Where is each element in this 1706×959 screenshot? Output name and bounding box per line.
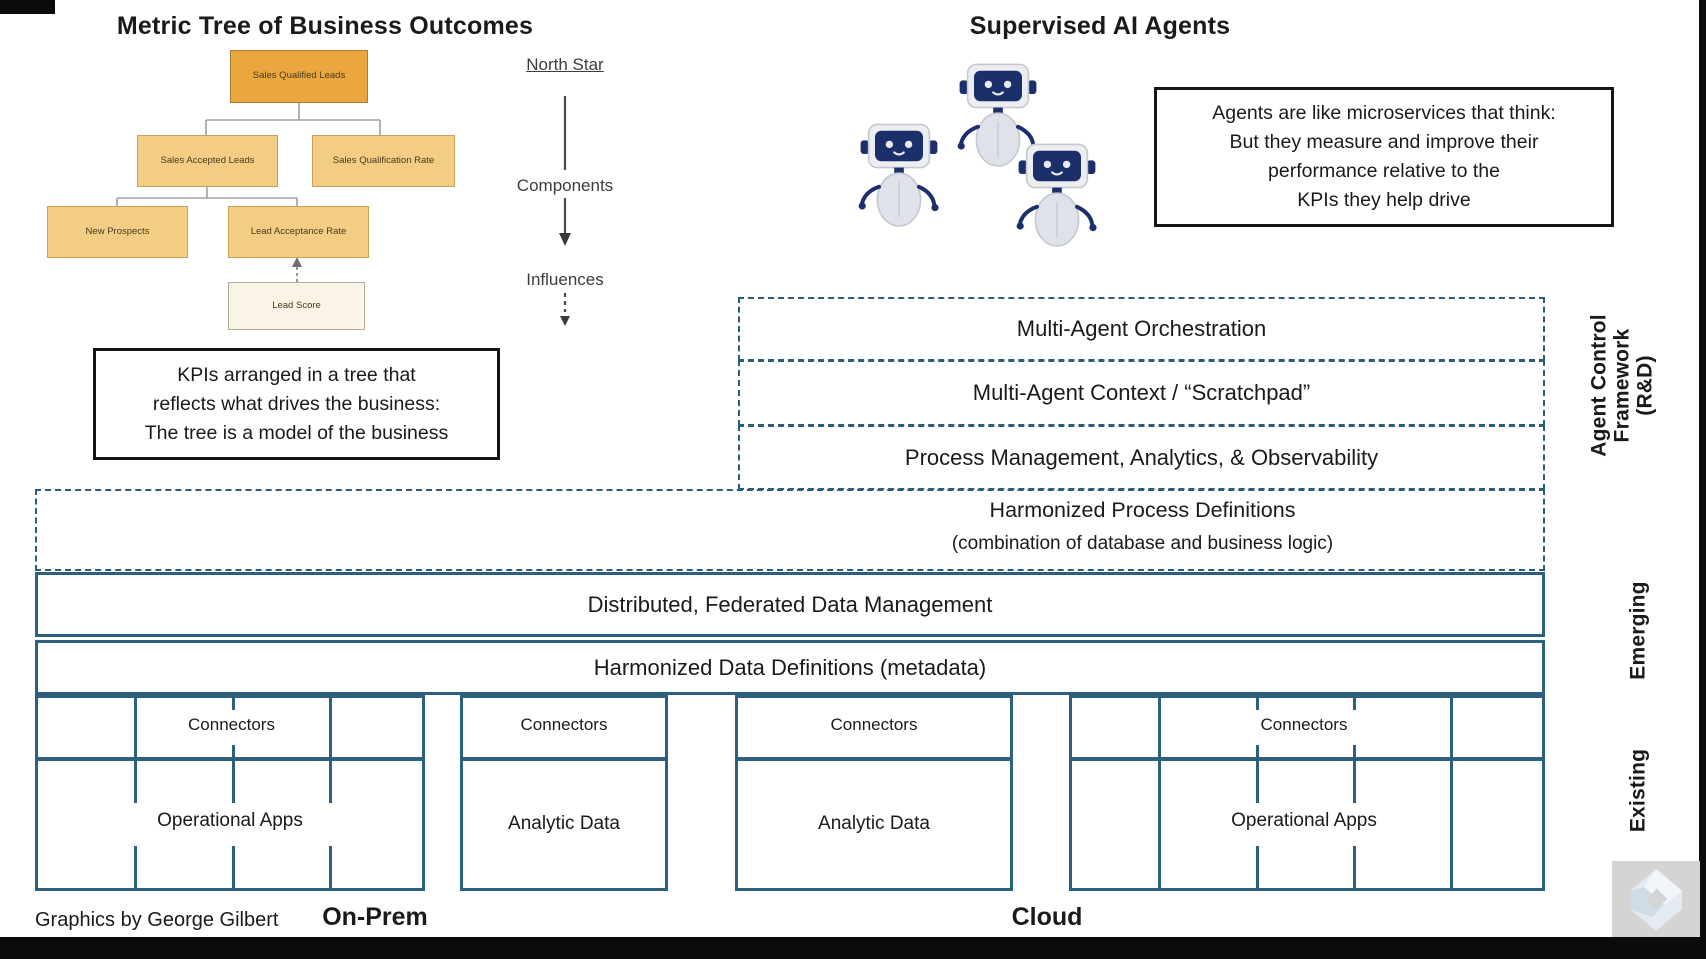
group1-tick bbox=[232, 745, 235, 757]
group4-line bbox=[1158, 761, 1161, 888]
watermark-logo bbox=[1612, 861, 1700, 937]
group1-line bbox=[329, 698, 332, 757]
group4-tick bbox=[1256, 745, 1259, 757]
agents-note-line-3: performance relative to the bbox=[1268, 160, 1500, 182]
group4-seg bbox=[1256, 761, 1259, 803]
group4-connectors-label: Connectors bbox=[1260, 715, 1348, 734]
tree-node-lead-score: Lead Score bbox=[228, 282, 365, 330]
tree-node-new-prospects: New Prospects bbox=[47, 206, 188, 258]
side-label-agent-control-framework: Agent Control Framework (R&D) bbox=[1587, 314, 1657, 457]
tree-node-sales-accepted-leads: Sales Accepted Leads bbox=[137, 135, 278, 187]
group1-seg bbox=[232, 846, 235, 888]
tree-node-lead-acceptance-rate: Lead Acceptance Rate bbox=[228, 206, 369, 258]
side-label-existing: Existing bbox=[1626, 748, 1650, 833]
legend-components: Components bbox=[516, 176, 614, 195]
tree-node-sales-qualification-rate: Sales Qualification Rate bbox=[312, 135, 455, 187]
group1-connectors-label: Connectors bbox=[188, 715, 275, 734]
row-multi-agent-orchestration: Multi-Agent Orchestration bbox=[738, 297, 1545, 361]
group3-apps-label: Analytic Data bbox=[818, 813, 930, 834]
band-dfdm-label: Distributed, Federated Data Management bbox=[587, 591, 993, 617]
legend-influences: Influences bbox=[526, 270, 604, 289]
group4-tick bbox=[1353, 745, 1356, 757]
kpi-note-line-1: KPIs arranged in a tree that bbox=[177, 363, 416, 386]
group4-tick bbox=[1353, 698, 1356, 710]
tree-node-sales-qualified-leads: Sales Qualified Leads bbox=[230, 50, 368, 103]
bottom-black-bar bbox=[0, 937, 1706, 959]
agents-note-line-2: But they measure and improve their bbox=[1229, 131, 1539, 153]
kpi-note-line-3: The tree is a model of the business bbox=[144, 421, 449, 444]
group2-apps-label: Analytic Data bbox=[508, 813, 620, 834]
agents-note-box: Agents are like microservices that think… bbox=[1154, 87, 1614, 227]
legend-north-star: North Star bbox=[526, 55, 604, 74]
harmonized-process-box: Harmonized Process Definitions (combinat… bbox=[35, 489, 1545, 571]
group4-line bbox=[1450, 761, 1453, 888]
group3-connectors-label: Connectors bbox=[830, 715, 918, 734]
group4-seg bbox=[1353, 846, 1356, 888]
kpi-note-box: KPIs arranged in a tree that reflects wh… bbox=[93, 348, 500, 460]
group-cloud-analytic: Connectors Analytic Data bbox=[735, 695, 1013, 891]
group4-divider bbox=[1069, 757, 1545, 761]
band-distributed-federated-data-management: Distributed, Federated Data Management bbox=[35, 572, 1545, 637]
band-harmonized-data-definitions: Harmonized Data Definitions (metadata) bbox=[35, 640, 1545, 695]
graphics-credit: Graphics by George Gilbert bbox=[35, 909, 279, 931]
group-onprem-operational: Connectors Operational Apps bbox=[35, 695, 425, 891]
group1-seg bbox=[329, 846, 332, 888]
group1-seg bbox=[134, 846, 137, 888]
top-left-black-mark bbox=[0, 0, 55, 14]
kpi-note-line-2: reflects what drives the business: bbox=[152, 392, 441, 415]
group1-seg bbox=[329, 761, 332, 803]
band-hdd-label: Harmonized Data Definitions (metadata) bbox=[593, 654, 987, 680]
agents-title: Supervised AI Agents bbox=[969, 12, 1231, 40]
metric-tree-title: Metric Tree of Business Outcomes bbox=[116, 12, 534, 40]
group1-seg bbox=[134, 761, 137, 803]
group1-divider bbox=[35, 757, 425, 761]
group1-line bbox=[134, 698, 137, 757]
group1-apps-label: Operational Apps bbox=[157, 810, 303, 831]
group4-seg bbox=[1353, 761, 1356, 803]
tree-connector-lines bbox=[116, 103, 381, 282]
group3-divider bbox=[735, 757, 1013, 761]
agents-note-line-4: KPIs they help drive bbox=[1297, 189, 1471, 211]
group4-line bbox=[1158, 698, 1161, 757]
side-label-emerging: Emerging bbox=[1626, 581, 1650, 680]
group4-seg bbox=[1256, 846, 1259, 888]
group2-connectors-label: Connectors bbox=[520, 715, 608, 734]
region-label-on-prem: On-Prem bbox=[322, 903, 428, 931]
legend-arrows bbox=[559, 96, 571, 326]
group4-apps-label: Operational Apps bbox=[1231, 810, 1377, 831]
group2-divider bbox=[460, 757, 668, 761]
row-multi-agent-context: Multi-Agent Context / “Scratchpad” bbox=[738, 360, 1545, 426]
row-process-management: Process Management, Analytics, & Observa… bbox=[738, 425, 1545, 490]
group-onprem-analytic: Connectors Analytic Data bbox=[460, 695, 668, 891]
group1-seg bbox=[232, 761, 235, 803]
harmonized-process-subtitle: (combination of database and business lo… bbox=[951, 533, 1334, 554]
right-edge-black-strip bbox=[1699, 0, 1706, 959]
row-multi-agent-orchestration-label: Multi-Agent Orchestration bbox=[1016, 316, 1267, 341]
robots-illustration bbox=[855, 56, 1140, 261]
group1-tick bbox=[232, 698, 235, 710]
harmonized-process-title: Harmonized Process Definitions bbox=[989, 498, 1296, 522]
row-process-management-label: Process Management, Analytics, & Observa… bbox=[904, 444, 1379, 470]
watermark-diamond-icon bbox=[1630, 869, 1682, 931]
agents-note-line-1: Agents are like microservices that think… bbox=[1212, 102, 1556, 124]
group4-tick bbox=[1256, 698, 1259, 710]
group4-line bbox=[1450, 698, 1453, 757]
group-cloud-operational: Connectors Operational Apps bbox=[1069, 695, 1545, 891]
row-multi-agent-context-label: Multi-Agent Context / “Scratchpad” bbox=[972, 380, 1311, 405]
region-label-cloud: Cloud bbox=[1011, 903, 1083, 931]
